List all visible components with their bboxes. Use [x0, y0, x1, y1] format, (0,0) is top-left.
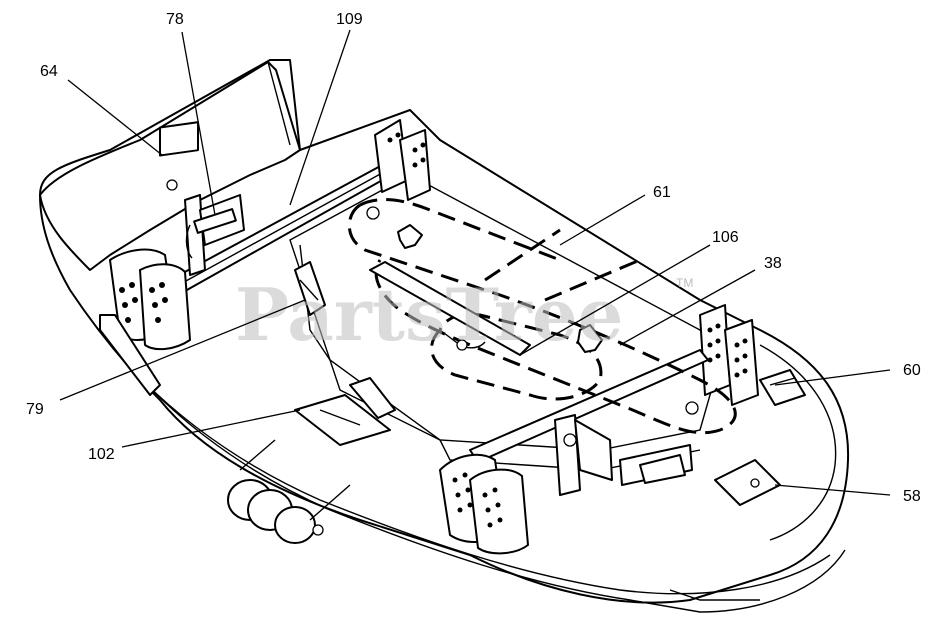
callout-60: 60	[903, 362, 921, 379]
callout-61: 61	[653, 184, 671, 201]
decal-102	[294, 394, 391, 446]
right-rear-brackets	[374, 119, 431, 201]
spindle-pulleys	[366, 206, 699, 415]
callout-106: 106	[712, 229, 739, 246]
right-front-brackets	[699, 304, 759, 406]
callout-78: 78	[166, 11, 184, 28]
front-bar	[439, 349, 709, 555]
belt-path	[347, 198, 737, 435]
leader-lines	[59, 29, 891, 496]
left-bracket	[184, 194, 245, 276]
callout-64: 64	[40, 63, 58, 80]
lower-brackets	[349, 377, 686, 484]
watermark-text: PartsTree	[235, 272, 623, 357]
decal-60	[759, 369, 806, 406]
watermark-tm: TM	[676, 276, 693, 290]
front-rollers	[227, 439, 351, 544]
rear-shield	[39, 61, 301, 271]
idler-arm	[369, 261, 531, 356]
callout-102: 102	[88, 446, 115, 463]
callout-38: 38	[764, 255, 782, 272]
center-bracket	[554, 414, 693, 496]
callout-79: 79	[26, 401, 44, 418]
callout-58: 58	[903, 488, 921, 505]
left-side-brackets	[99, 248, 191, 396]
callout-109: 109	[336, 11, 363, 28]
